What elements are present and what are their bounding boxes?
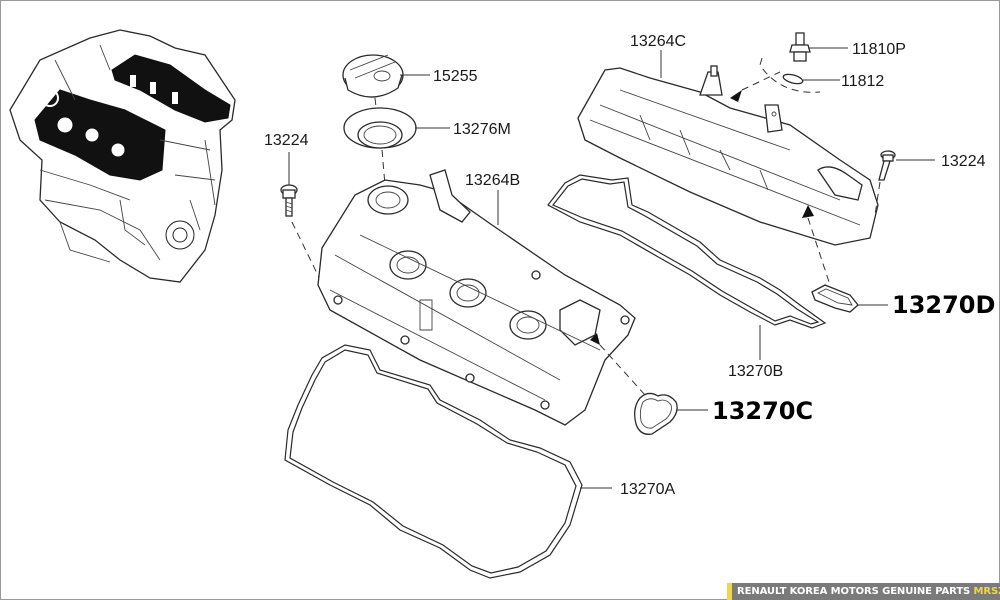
label-13270C: 13270C: [712, 397, 813, 425]
label-13224-right: 13224: [941, 153, 986, 170]
bolt-13224-right[interactable]: [874, 150, 935, 216]
engine-overview-illustration: [9, 29, 236, 283]
rocker-cover-13264B[interactable]: [317, 169, 646, 426]
gasket-13270B[interactable]: [547, 174, 827, 360]
label-13224-left: 13224: [264, 132, 309, 149]
bolt-13224-left[interactable]: [280, 152, 331, 301]
label-15255: 15255: [433, 68, 478, 85]
plug-seal-13270D[interactable]: [811, 284, 888, 313]
label-11812: 11812: [841, 73, 884, 90]
o-ring-11812[interactable]: [759, 57, 840, 93]
label-13270A: 13270A: [620, 481, 675, 498]
pcv-valve-11810P[interactable]: [789, 32, 848, 62]
plug-seal-13270C[interactable]: [634, 392, 708, 435]
footer-watermark: RENAULT KOREA MOTORS GENUINE PARTS MRSZO…: [727, 583, 1000, 600]
footer-brand: MRSZONE: [973, 586, 1000, 597]
label-11810P: 11810P: [852, 41, 906, 58]
label-13270B: 13270B: [728, 363, 783, 380]
label-13264C: 13264C: [630, 33, 686, 50]
filler-seal-13276M[interactable]: [343, 107, 450, 186]
gasket-13270A[interactable]: [284, 344, 612, 579]
label-13270D: 13270D: [892, 291, 995, 319]
rocker-cover-13264C[interactable]: [577, 50, 879, 286]
label-13276M: 13276M: [453, 121, 511, 138]
footer-text: RENAULT KOREA MOTORS GENUINE PARTS: [737, 586, 971, 597]
oil-filler-cap-15255[interactable]: [342, 54, 430, 126]
label-13264B: 13264B: [465, 172, 520, 189]
